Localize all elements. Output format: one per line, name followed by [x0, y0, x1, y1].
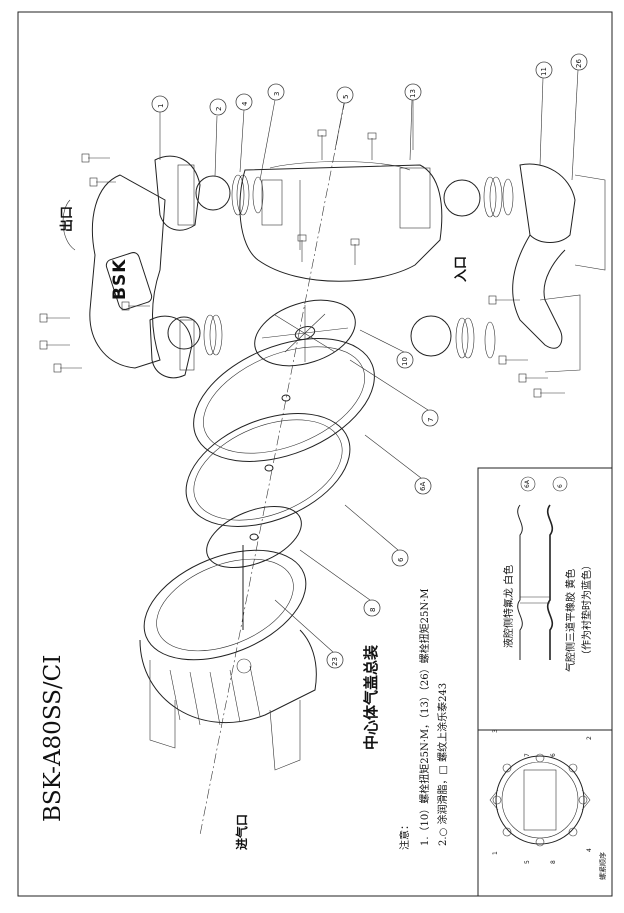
- callout-label-23: 23: [331, 657, 339, 666]
- diaphragm-6: [185, 413, 351, 527]
- callout-7: [421, 409, 439, 427]
- legend-tag-6: 6: [557, 484, 564, 488]
- air-cap: [139, 549, 317, 771]
- bolt-order-number-4: 4: [586, 848, 593, 852]
- inlet-label: 入口: [454, 255, 469, 282]
- bolt-order-number-3: 3: [492, 729, 499, 733]
- callout-label-10: 10: [401, 357, 409, 366]
- bsk-logo: BSK: [110, 258, 130, 300]
- callout-label-6: 6: [397, 557, 405, 562]
- center-body: [239, 161, 443, 282]
- callout-5: [336, 86, 354, 104]
- diaphragm-6a: [193, 338, 375, 462]
- bolt-order-number-6: 6: [550, 753, 557, 757]
- bolt-order-number-5: 5: [524, 860, 531, 864]
- legend-air-side-note: （作为衬垫时为蓝色）: [582, 560, 593, 660]
- callout-label-13: 13: [409, 89, 417, 98]
- bolt-order-number-2: 2: [586, 736, 593, 740]
- air-inlet-label: 进气口: [235, 813, 249, 850]
- callout-23: [326, 651, 344, 669]
- callout-label-1: 1: [157, 103, 165, 108]
- legend-air-side: 气腔侧三道平橡胶 黄色: [566, 568, 577, 672]
- callout-8: [363, 599, 381, 617]
- bolt-order-number-1: 1: [492, 851, 499, 855]
- callout-label-4: 4: [241, 101, 249, 106]
- callout-6a: [414, 477, 432, 495]
- sheet-border: [17, 11, 613, 897]
- backup-plate-8: [206, 505, 302, 569]
- bolts-top: [297, 84, 418, 265]
- callout-label-7: 7: [427, 417, 435, 422]
- center-line: [199, 99, 346, 836]
- bolt-order-box: [477, 729, 613, 897]
- callout-label-11: 11: [540, 67, 548, 76]
- callout-label-5: 5: [342, 94, 350, 99]
- seats-orings: [203, 174, 514, 359]
- bolt-order-diagram: [489, 753, 591, 847]
- callout-10: [396, 351, 414, 369]
- callout-1: [151, 95, 169, 113]
- legend-tag-6a: 6A: [524, 480, 531, 488]
- callout-bubbles: [151, 53, 588, 669]
- callout-label-26: 26: [575, 59, 583, 68]
- callout-6: [391, 549, 409, 567]
- callout-3: [267, 83, 285, 101]
- callout-label-2: 2: [215, 106, 223, 111]
- callout-2: [209, 98, 227, 116]
- callout-label-8: 8: [369, 607, 377, 612]
- bolt-order-number-7: 7: [524, 753, 531, 757]
- check-balls: [167, 175, 481, 357]
- legend-fluid-side: 液腔侧特氟龙 白色: [504, 564, 515, 648]
- callout-leaders: [159, 69, 579, 653]
- bolts-left: [39, 153, 150, 373]
- outlet-manifold: [62, 155, 201, 379]
- drawing-title: BSK-A80SS/CI: [40, 654, 66, 822]
- callout-11: [535, 61, 553, 79]
- callout-26: [570, 53, 588, 71]
- inlet-manifold: [512, 163, 606, 373]
- callout-4: [235, 93, 253, 111]
- drawing-subtitle: 中心体气盖总装: [362, 644, 380, 750]
- notes-heading: 注意：: [400, 820, 411, 850]
- callout-label-3: 3: [273, 91, 281, 96]
- callout-label-6a: 6A: [419, 481, 427, 491]
- bolts-right: [488, 295, 565, 398]
- bolt-order-caption: 螺紧顺序: [599, 852, 607, 880]
- notes-line-1: 1.（10）螺栓扭矩25N·M，（13）（26）螺栓扭矩25N·M: [420, 588, 431, 847]
- callout-13: [404, 83, 422, 101]
- notes-line-2: 2.○ 涂润滑脂，□ 螺纹上涂乐泰243: [438, 682, 449, 846]
- bolt-order-number-8: 8: [550, 860, 557, 864]
- outlet-label: 出口: [60, 205, 75, 232]
- diaphragm-profile: [517, 476, 568, 660]
